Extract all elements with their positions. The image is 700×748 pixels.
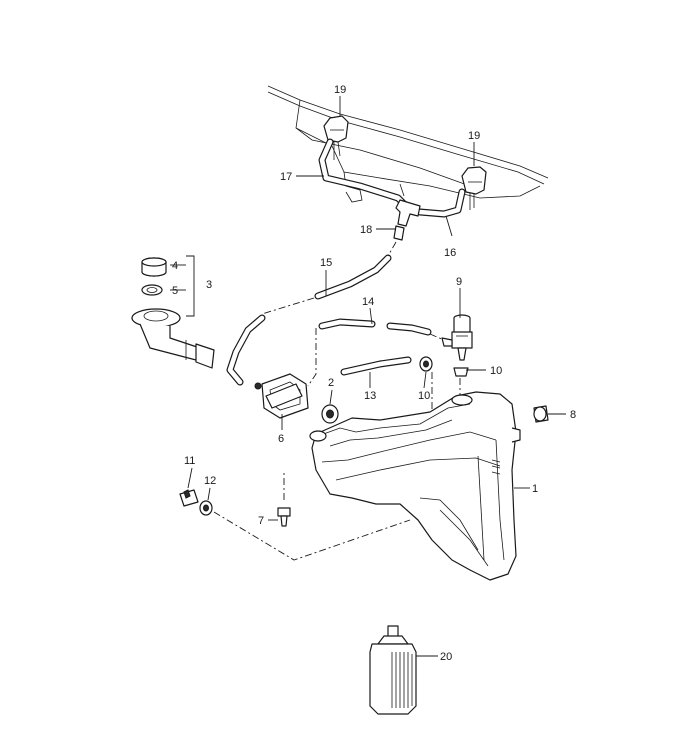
t-piece-18 [393,199,421,241]
plug-8 [533,405,549,423]
callout-16: 16 [444,247,456,259]
callout-13: 13 [364,390,376,402]
callout-8: 8 [570,409,576,421]
callout-10-left: 10 [418,390,430,402]
level-sensor-11 [179,489,199,507]
grommet-10-right [453,367,469,396]
callout-18: 18 [360,224,372,236]
filler-seal [141,284,163,296]
connection-line [307,328,317,387]
callout-15: 15 [320,257,332,269]
callout-17: 17 [280,171,292,183]
callout-12: 12 [204,475,216,487]
filler-neck [131,308,215,369]
filler-cap [141,257,167,277]
bracket-3 [186,255,195,317]
washer-reservoir [309,391,521,581]
hose-17 [318,138,408,208]
callout-3: 3 [206,279,212,291]
callout-5: 5 [172,285,178,297]
grommet-12 [199,500,213,516]
washer-jet-right [461,166,487,210]
hose-14 [318,318,432,336]
hose-15-lower [226,314,266,386]
hose-16 [416,188,466,218]
grommet-10-left [419,356,433,372]
callout-7: 7 [258,515,264,527]
hose-15 [314,254,392,300]
pump-bracket [254,373,309,419]
callout-11: 11 [184,455,195,467]
callout-leaders [170,96,566,657]
hood-panel [267,85,549,203]
washer-fluid-bottle [369,625,417,715]
grommet-2 [321,404,339,424]
callout-10-right: 10 [490,365,502,377]
callout-20: 20 [440,651,452,663]
callout-4: 4 [172,260,178,272]
callout-9: 9 [456,276,462,288]
callout-19-right: 19 [468,130,480,142]
connection-line [213,511,411,561]
callout-numbers: 19 19 17 16 18 15 4 3 5 9 14 2 10 13 10 … [172,84,576,663]
connection-line [429,333,445,341]
connection-line [387,241,397,257]
callout-1: 1 [532,483,538,495]
connection-line [261,297,315,315]
hose-13 [340,356,412,376]
callout-2: 2 [328,377,334,389]
screw-7 [277,470,291,527]
washer-pump [441,314,473,361]
callout-19-left: 19 [334,84,346,96]
callout-14: 14 [362,296,374,308]
callout-6: 6 [278,433,284,445]
